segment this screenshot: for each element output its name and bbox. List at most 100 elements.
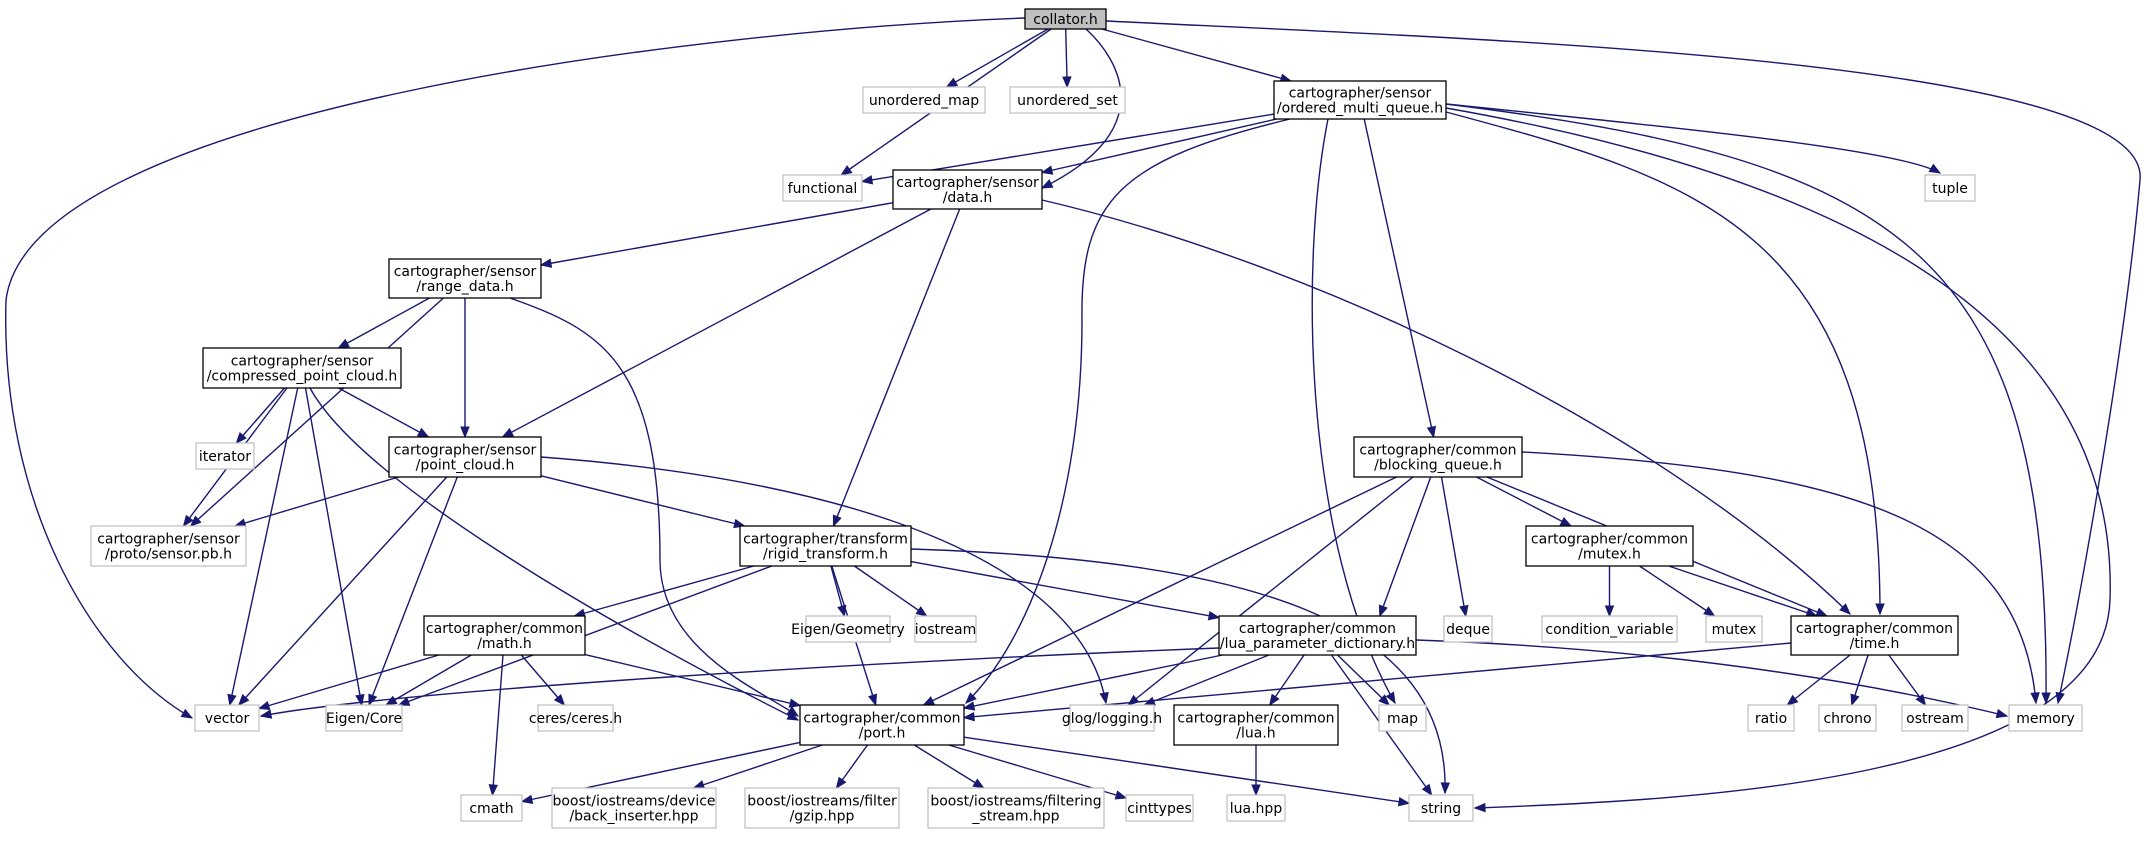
edge-arrowhead [259, 709, 273, 719]
node-blocking[interactable]: cartographer/common/blocking_queue.h [1353, 436, 1523, 478]
node-data[interactable]: cartographer/sensor/data.h [892, 169, 1043, 210]
edge-arrowhead [965, 692, 977, 704]
node-label: map [1387, 711, 1418, 727]
node-filtering: boost/iostreams/filtering_stream.hpp [927, 787, 1105, 829]
node-box [1378, 704, 1427, 732]
node-rigid[interactable]: cartographer/transform/rigid_transform.h [739, 525, 912, 567]
node-point-cloud[interactable]: cartographer/sensor/point_cloud.h [388, 436, 542, 478]
node-condvar: condition_variable [1541, 615, 1678, 643]
edge-math_h-to-port [584, 653, 802, 708]
node-label: /rigid_transform.h [763, 547, 888, 563]
edge-collator-to-memory [1105, 20, 2141, 705]
node-time-h[interactable]: cartographer/common/time.h [1790, 615, 1959, 656]
edge-cpc-to-iterator [235, 387, 286, 445]
edge-blocking-to-glog [1127, 476, 1414, 706]
node-lua-h[interactable]: cartographer/common/lua.h [1173, 704, 1339, 746]
node-omq[interactable]: cartographer/sensor/ordered_multi_queue.… [1273, 80, 1447, 120]
edge-arrowhead [1268, 693, 1280, 707]
node-box [927, 787, 1105, 829]
edge-omq-to-string [1445, 107, 2111, 813]
edge-math_h-to-ceres [520, 654, 566, 707]
edge-arrowhead [1875, 603, 1885, 616]
edge-line [368, 476, 458, 706]
node-map: map [1378, 704, 1427, 732]
edge-line [338, 297, 430, 349]
edge-line [1144, 654, 1270, 706]
node-label: mutex [1712, 622, 1757, 638]
node-box [388, 436, 542, 478]
edge-arrowhead [1786, 694, 1799, 706]
node-box [1226, 794, 1286, 822]
node-collator: collator.h [1024, 8, 1107, 30]
edge-arrowhead [1207, 611, 1221, 621]
edge-data-to-point_cloud [501, 208, 932, 438]
node-cpc[interactable]: cartographer/sensor/compressed_point_clo… [202, 347, 402, 389]
edge-line [1105, 20, 2141, 704]
edge-arrowhead [539, 258, 553, 268]
node-label: cartographer/sensor [394, 264, 537, 280]
edge-line [1363, 118, 1435, 438]
edge-arrowhead [1062, 76, 1072, 89]
node-box [1443, 615, 1493, 643]
edge-line [304, 387, 363, 706]
node-unordered-map: unordered_map [862, 86, 986, 114]
node-range-data[interactable]: cartographer/sensor/range_data.h [388, 258, 542, 299]
edge-line [693, 744, 823, 789]
node-label: /gzip.hpp [790, 809, 855, 825]
edge-mutex_h-to-condvar [1604, 566, 1615, 618]
node-port[interactable]: cartographer/common/port.h [799, 704, 965, 746]
node-label: /port.h [859, 726, 906, 742]
edge-line [520, 654, 565, 706]
edge-line [1786, 654, 1851, 706]
edge-line [1101, 28, 1292, 82]
node-label: _stream.hpp [971, 809, 1059, 825]
node-box [537, 704, 614, 732]
node-box [325, 704, 403, 732]
node-vector: vector [194, 704, 260, 732]
edge-arrowhead [237, 694, 250, 706]
edge-line [963, 654, 1223, 709]
edge-arrowhead [397, 696, 411, 706]
edge-arrowhead [501, 427, 515, 438]
node-cmath: cmath [460, 794, 523, 822]
edge-range_data-to-cpc [337, 297, 430, 349]
node-box [1125, 794, 1194, 822]
edge-omq-to-memory [1445, 103, 2051, 705]
node-box [90, 525, 247, 567]
node-label: cartographer/sensor [231, 354, 374, 370]
node-box [862, 86, 986, 114]
node-back-inserter: boost/iostreams/device/back_inserter.hpp [551, 787, 717, 829]
edge-point_cloud-to-glog [540, 456, 1109, 705]
edge-omq-to-data [1040, 118, 1277, 175]
edge-arrowhead [553, 693, 566, 707]
edge-line [1521, 451, 2037, 704]
edge-cpc-to-vector [227, 387, 299, 707]
edge-point_cloud-to-vector [237, 476, 448, 706]
edge-line [923, 476, 1397, 706]
node-lpd[interactable]: cartographer/common/lua_parameter_dictio… [1218, 615, 1417, 656]
node-label: cartographer/common [1531, 532, 1688, 548]
node-box [195, 442, 255, 470]
edge-arrowhead [488, 784, 498, 797]
node-box [1273, 80, 1447, 120]
node-box [551, 787, 717, 829]
edge-arrowhead [1426, 425, 1437, 439]
node-box [782, 174, 863, 202]
edge-data-to-time_h [1041, 199, 1851, 615]
edge-arrowhead [1703, 606, 1716, 617]
edge-rigid-to-iostream [854, 565, 928, 617]
edge-rigid-to-lpd [910, 560, 1221, 621]
edge-line [238, 476, 448, 706]
edge-line [5, 17, 1026, 719]
node-label: /lua.h [1236, 726, 1275, 742]
node-box [739, 525, 912, 567]
node-label: /math.h [477, 636, 532, 652]
edge-line [1668, 565, 1818, 617]
edge-line [913, 744, 985, 789]
node-mutex-h[interactable]: cartographer/common/mutex.h [1525, 525, 1694, 567]
node-label: cartographer/transform [743, 532, 908, 548]
edge-arrowhead [2041, 692, 2051, 705]
node-box [1747, 704, 1795, 732]
node-math-h[interactable]: cartographer/common/math.h [423, 615, 586, 656]
edge-rigid-to-eigen_geom [830, 565, 847, 618]
